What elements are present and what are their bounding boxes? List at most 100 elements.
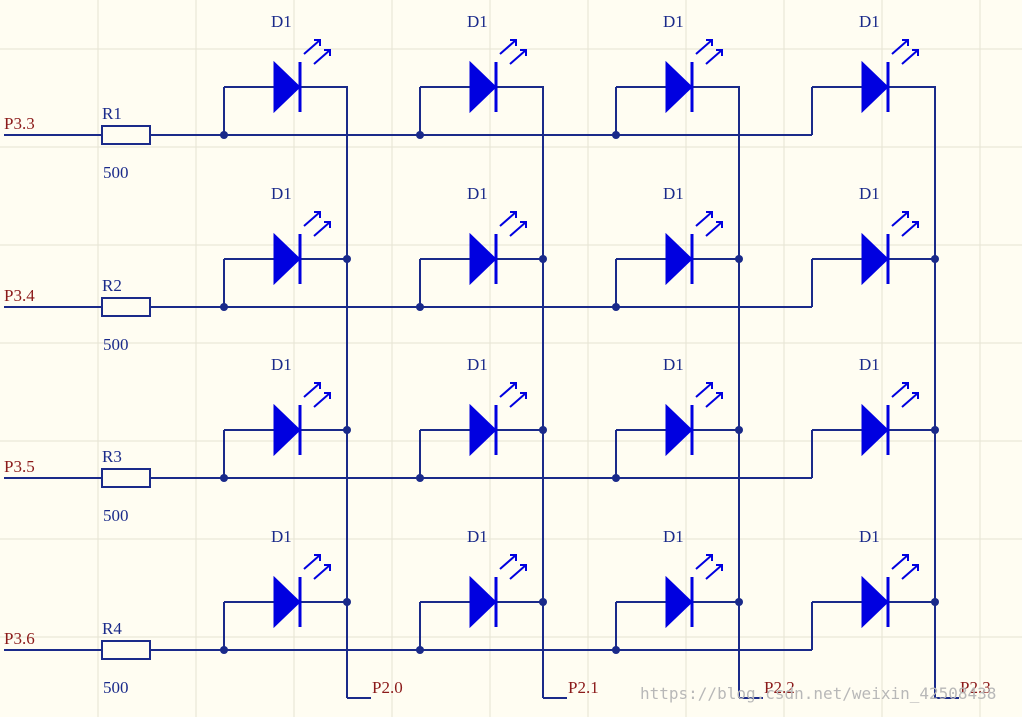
light-arrow-icon <box>695 211 713 227</box>
row-port-label: P3.3 <box>4 114 35 133</box>
resistor-value: 500 <box>103 506 129 525</box>
led-diode-icon <box>665 575 693 629</box>
led-designator: D1 <box>859 355 880 374</box>
junction-dot <box>220 303 228 311</box>
junction-dot <box>416 303 424 311</box>
light-arrow-icon <box>705 392 723 408</box>
light-arrow-icon <box>891 554 909 570</box>
light-arrow-icon <box>499 554 517 570</box>
row-port-label: P3.5 <box>4 457 35 476</box>
light-arrow-icon <box>901 392 919 408</box>
column-port-label: P2.1 <box>568 678 599 697</box>
light-arrow-icon <box>891 382 909 398</box>
led-designator: D1 <box>859 12 880 31</box>
light-arrow-icon <box>509 564 527 580</box>
row-port-label: P3.4 <box>4 286 35 305</box>
light-arrow-icon <box>901 564 919 580</box>
led-diode-icon <box>861 575 889 629</box>
light-arrow-icon <box>695 382 713 398</box>
led-designator: D1 <box>467 355 488 374</box>
light-arrow-icon <box>705 564 723 580</box>
junction-dot <box>416 646 424 654</box>
light-arrow-icon <box>499 382 517 398</box>
led-diode-icon <box>469 575 497 629</box>
junction-dot <box>612 303 620 311</box>
led-designator: D1 <box>467 184 488 203</box>
junction-dot <box>612 131 620 139</box>
led-designator: D1 <box>467 12 488 31</box>
resistor-designator: R3 <box>102 447 122 466</box>
row-port-label: P3.6 <box>4 629 35 648</box>
junction-dot <box>220 131 228 139</box>
led-diode-icon <box>665 232 693 286</box>
led-diode-icon <box>273 403 301 457</box>
junction-dot <box>220 474 228 482</box>
led-designator: D1 <box>663 12 684 31</box>
light-arrow-icon <box>313 392 331 408</box>
column-port-label: P2.0 <box>372 678 403 697</box>
led-diode-icon <box>861 403 889 457</box>
led-designator: D1 <box>271 527 292 546</box>
resistor-symbol <box>101 640 151 660</box>
light-arrow-icon <box>303 39 321 55</box>
led-diode-icon <box>469 403 497 457</box>
led-designator: D1 <box>663 527 684 546</box>
resistor-value: 500 <box>103 678 129 697</box>
led-diode-icon <box>861 60 889 114</box>
resistor-designator: R4 <box>102 619 122 638</box>
led-diode-icon <box>273 232 301 286</box>
led-diode-icon <box>469 60 497 114</box>
wires <box>4 86 959 699</box>
light-arrow-icon <box>313 49 331 65</box>
resistor-value: 500 <box>103 163 129 182</box>
led-diode-icon <box>665 403 693 457</box>
light-arrow-icon <box>705 221 723 237</box>
light-arrow-icon <box>695 554 713 570</box>
column-port-label: P2.3 <box>960 678 991 697</box>
junction-dot <box>343 426 351 434</box>
resistor-symbol <box>101 125 151 145</box>
junction-dot <box>416 474 424 482</box>
led-diode-icon <box>469 232 497 286</box>
light-arrow-icon <box>891 39 909 55</box>
light-arrow-icon <box>891 211 909 227</box>
light-arrow-icon <box>705 49 723 65</box>
light-arrow-icon <box>499 211 517 227</box>
watermark-text: https://blog.csdn.net/weixin_42508438 <box>640 684 996 703</box>
led-designator: D1 <box>271 355 292 374</box>
junction-dot <box>931 598 939 606</box>
junction-dot <box>612 646 620 654</box>
light-arrow-icon <box>303 211 321 227</box>
components <box>101 39 919 660</box>
led-designator: D1 <box>663 184 684 203</box>
junction-dot <box>735 255 743 263</box>
led-diode-icon <box>273 60 301 114</box>
junction-dot <box>220 646 228 654</box>
junction-dot <box>735 598 743 606</box>
junction-dot <box>539 598 547 606</box>
resistor-value: 500 <box>103 335 129 354</box>
light-arrow-icon <box>901 221 919 237</box>
led-designator: D1 <box>859 184 880 203</box>
light-arrow-icon <box>509 221 527 237</box>
resistor-symbol <box>101 297 151 317</box>
junction-dot <box>612 474 620 482</box>
led-designator: D1 <box>663 355 684 374</box>
resistor-symbol <box>101 468 151 488</box>
resistor-designator: R1 <box>102 104 122 123</box>
light-arrow-icon <box>509 49 527 65</box>
led-designator: D1 <box>271 12 292 31</box>
junction-dot <box>735 426 743 434</box>
light-arrow-icon <box>303 554 321 570</box>
junction-dot <box>539 426 547 434</box>
junction-dot <box>416 131 424 139</box>
light-arrow-icon <box>901 49 919 65</box>
resistor-designator: R2 <box>102 276 122 295</box>
junction-dot <box>931 255 939 263</box>
junction-dot <box>343 598 351 606</box>
led-diode-icon <box>665 60 693 114</box>
